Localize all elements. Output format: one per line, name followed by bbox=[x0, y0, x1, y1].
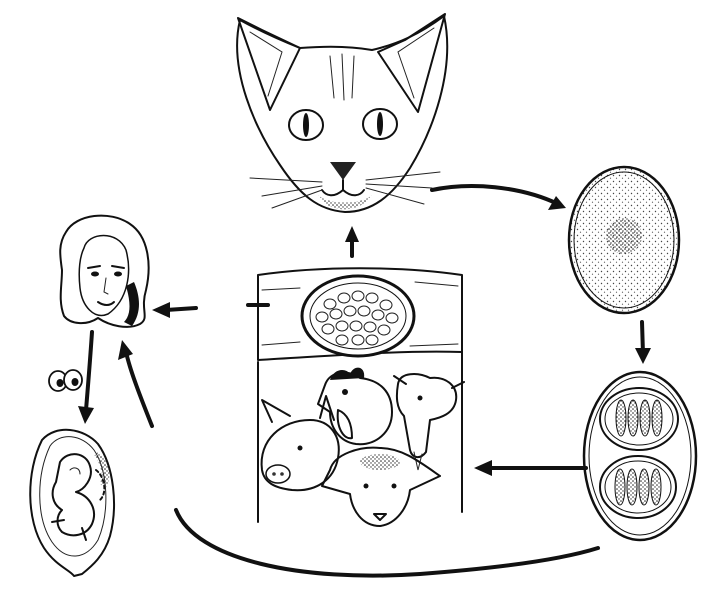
arrow-cyst-to-cat bbox=[345, 226, 359, 256]
goat bbox=[394, 374, 464, 470]
arrow-cyst-to-human bbox=[152, 302, 268, 318]
sporulated-oocyst-icon bbox=[584, 372, 696, 540]
arrow-cat-to-oocyst bbox=[432, 186, 566, 210]
sporocyst-lower bbox=[600, 456, 676, 518]
livestock-icon bbox=[258, 352, 464, 526]
fetus-in-utero-icon bbox=[30, 430, 114, 576]
arrow-oocyst-to-sporulated bbox=[635, 322, 651, 364]
sheep bbox=[322, 448, 440, 526]
cat-head-icon bbox=[237, 14, 447, 212]
tissue-cyst-icon bbox=[258, 268, 462, 360]
woman-head-icon bbox=[60, 216, 148, 327]
sporocyst-upper bbox=[600, 388, 678, 450]
oocyst-icon bbox=[569, 167, 679, 313]
eyes-icon bbox=[49, 370, 82, 391]
arrow-sporulated-to-hosts bbox=[474, 460, 586, 476]
